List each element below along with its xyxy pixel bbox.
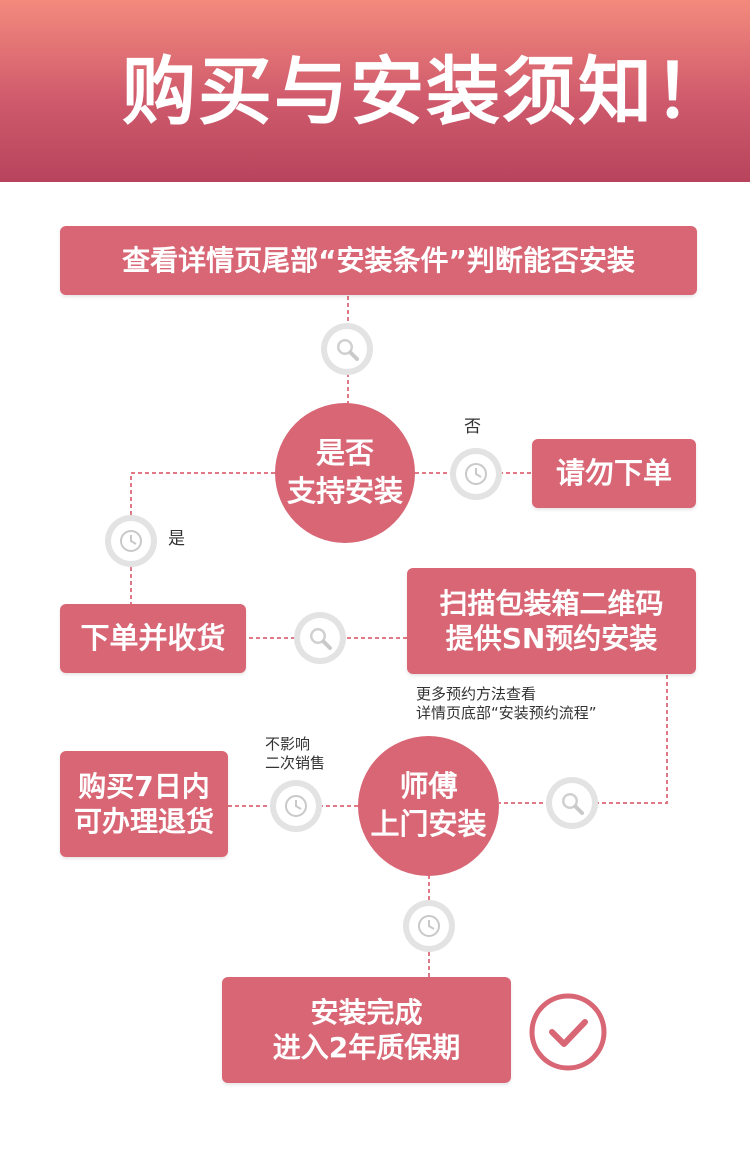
return-line-1: 购买7日内 (78, 770, 210, 803)
search-icon (562, 793, 584, 815)
step-check-conditions-text: 查看详情页尾部“安装条件”判断能否安装 (122, 244, 635, 277)
clock-icon (120, 530, 142, 552)
scan-line-1: 扫描包装箱二维码 (439, 587, 664, 620)
search-badge-3 (546, 777, 598, 829)
technician-line-2: 上门安装 (370, 807, 487, 841)
step-place-order: 下单并收货 (60, 604, 246, 673)
clock-badge-yes (105, 515, 157, 567)
note-more-line-1: 更多预约方法查看 (416, 685, 537, 703)
complete-line-1: 安装完成 (310, 996, 423, 1029)
step-check-conditions: 查看详情页尾部“安装条件”判断能否安装 (60, 226, 697, 295)
search-icon (337, 339, 359, 361)
note-more-methods: 更多预约方法查看 详情页底部“安装预约流程” (416, 685, 597, 723)
clock-icon (285, 795, 307, 817)
question-supported: 是否 支持安装 (275, 403, 415, 543)
step-dont-order-text: 请勿下单 (555, 456, 672, 491)
check-icon (529, 993, 607, 1071)
step-complete: 安装完成 进入2年质保期 (222, 977, 511, 1083)
step-scan-qr: 扫描包装箱二维码 提供SN预约安装 (407, 568, 696, 674)
search-badge-1 (321, 323, 373, 375)
step-technician: 师傅 上门安装 (358, 736, 499, 876)
label-yes: 是 (168, 529, 185, 549)
complete-line-2: 进入2年质保期 (272, 1031, 461, 1064)
note-no-affect-line-2: 二次销售 (265, 754, 326, 772)
header-banner: 购买与安装须知！ (0, 0, 750, 182)
question-line-2: 支持安装 (286, 474, 403, 508)
technician-line-1: 师傅 (399, 769, 458, 804)
search-badge-2 (294, 612, 346, 664)
clock-badge-no (450, 448, 502, 500)
search-icon (310, 628, 332, 650)
clock-badge-complete (403, 900, 455, 952)
step-return-7days: 购买7日内 可办理退货 (60, 751, 228, 857)
label-no: 否 (464, 417, 481, 437)
note-no-affect-line-1: 不影响 (265, 735, 311, 753)
clock-badge-return (270, 780, 322, 832)
step-place-order-text: 下单并收货 (80, 621, 226, 656)
scan-line-2: 提供SN预约安装 (445, 622, 658, 655)
page-title: 购买与安装须知！ (122, 49, 730, 135)
note-more-line-2: 详情页底部“安装预约流程” (416, 704, 597, 722)
clock-icon (465, 463, 487, 485)
note-no-affect: 不影响 二次销售 (265, 735, 325, 773)
step-dont-order: 请勿下单 (532, 439, 696, 508)
return-line-2: 可办理退货 (73, 805, 214, 838)
question-line-1: 是否 (315, 436, 374, 471)
clock-icon (418, 915, 440, 937)
